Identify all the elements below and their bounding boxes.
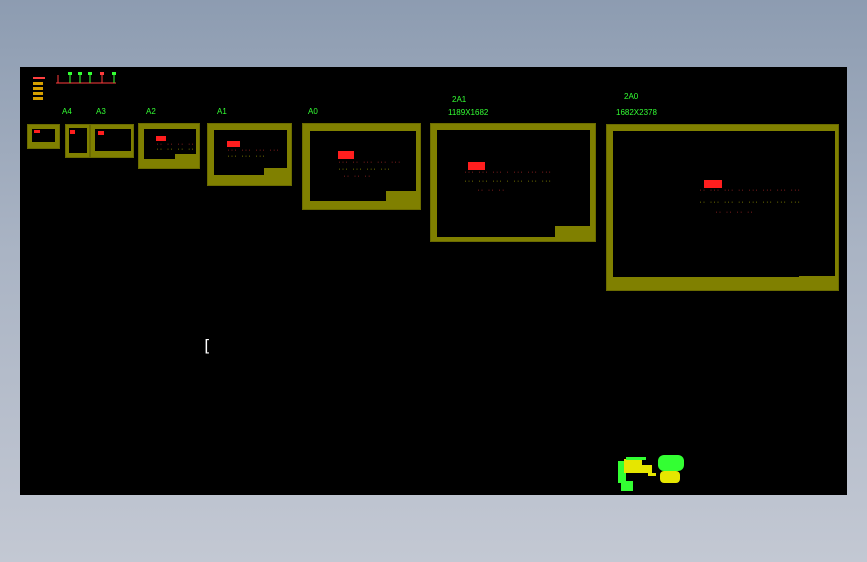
label-2a0: 2A0 [624, 92, 639, 101]
drawing-sheet-a4[interactable] [65, 124, 90, 158]
drawing-sheet-2a0[interactable]: ·· ··· ··· ·· ··· ··· ··· ··· ·· ··· ···… [606, 124, 839, 291]
label-2a0-size: 1682X2378 [616, 108, 657, 117]
label-a1: A1 [217, 107, 227, 116]
label-2a1-size: 1189X1682 [448, 108, 489, 117]
label-2a1: 2A1 [452, 95, 467, 104]
label-a4: A4 [62, 107, 72, 116]
cad-drawing-area[interactable]: A4 A3 A2 A1 A0 2A1 1189X1682 2A0 1682X23… [20, 67, 847, 495]
drawing-sheet-a0[interactable]: ··· ·· ··· ··· ··· ··· ··· ··· ··· ·· ··… [302, 123, 421, 210]
label-a0: A0 [308, 107, 318, 116]
drawing-sheet-a3[interactable] [90, 124, 134, 158]
crosshair-cursor-icon: [ [202, 336, 212, 355]
drawing-sheet-a2[interactable]: ·· ·· ·· ·· ·· ·· ·· ·· [138, 123, 200, 169]
scale-bar-icon [56, 72, 116, 84]
legend-icon [33, 77, 45, 101]
label-a2: A2 [146, 107, 156, 116]
label-a3: A3 [96, 107, 106, 116]
drawing-sheet-a1[interactable]: ··· ··· ··· ··· ··· ··· ··· [207, 123, 292, 186]
drawing-sheet-tiny[interactable] [27, 124, 60, 149]
block-cluster-icon [618, 455, 688, 493]
drawing-sheet-2a1[interactable]: ··· ··· ··· · ··· ··· ··· ··· ··· ··· · … [430, 123, 596, 242]
